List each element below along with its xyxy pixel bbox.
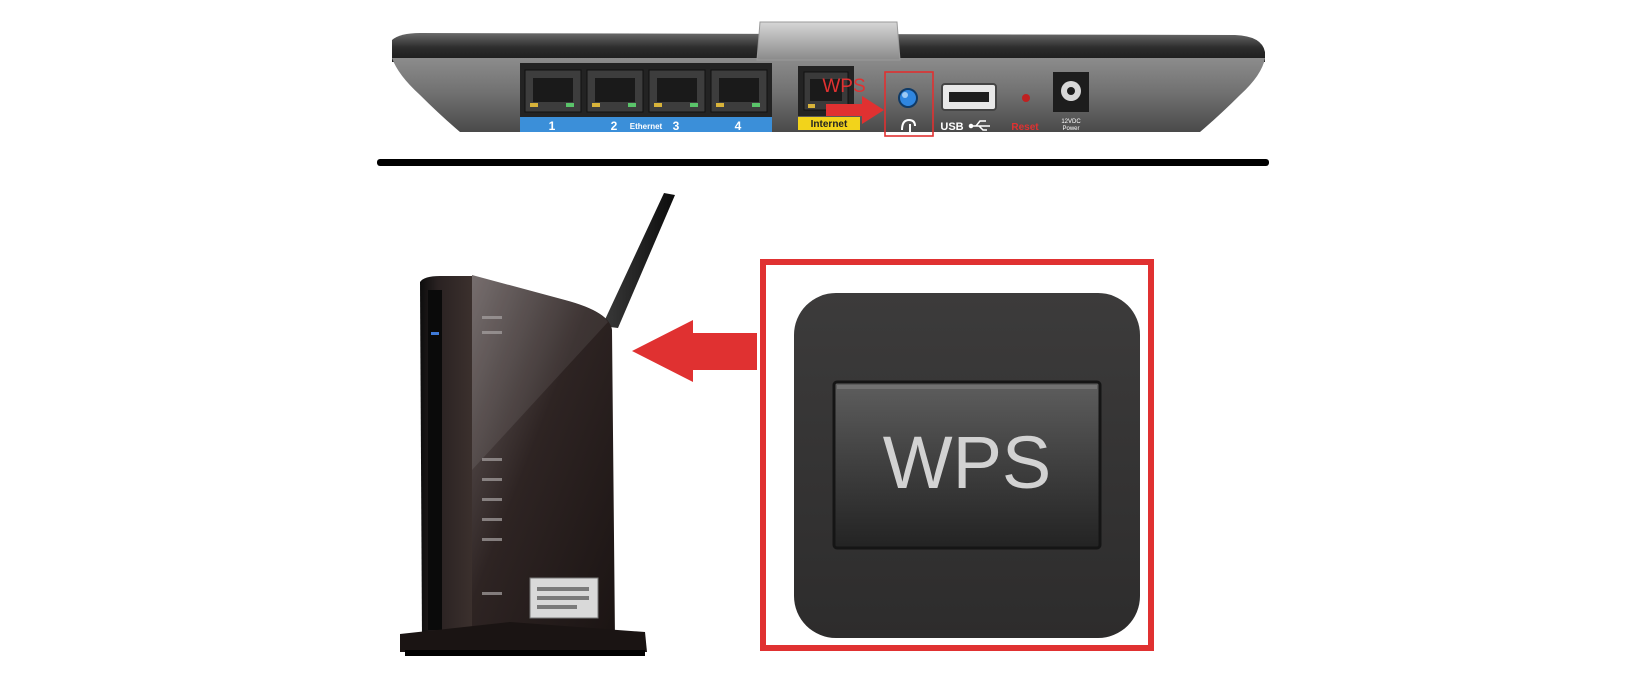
wps-button-closeup: WPS bbox=[760, 259, 1154, 651]
usb-symbol-icon bbox=[968, 120, 990, 131]
router-base-shadow bbox=[405, 650, 645, 656]
router-front-strip bbox=[428, 290, 442, 630]
wps-closeup-key bbox=[832, 380, 1102, 550]
ethernet-port-number-4: 4 bbox=[735, 119, 742, 133]
ethernet-port-1 bbox=[524, 69, 582, 113]
wps-closeup-highlight-frame bbox=[760, 259, 1154, 651]
router-rear-panel: 1 2 Ethernet 3 4 Internet WPS bbox=[392, 21, 1265, 137]
internet-label-strip bbox=[798, 117, 860, 130]
router-side-panel bbox=[472, 275, 615, 640]
usb-port bbox=[941, 83, 997, 111]
section-divider bbox=[377, 159, 1269, 166]
ethernet-port-number-1: 1 bbox=[549, 119, 556, 133]
power-port bbox=[1053, 72, 1089, 112]
router-gloss bbox=[472, 275, 608, 470]
router-front-face bbox=[420, 276, 472, 640]
router-power-led bbox=[431, 332, 439, 335]
power-label-line1: 12VDC bbox=[1061, 119, 1081, 125]
ethernet-label: Ethernet bbox=[630, 122, 663, 131]
usb-label: USB bbox=[940, 121, 963, 133]
wps-callout-text: WPS bbox=[822, 76, 865, 97]
ethernet-port-4 bbox=[710, 69, 768, 113]
router-center-tab bbox=[756, 21, 901, 61]
wps-symbol-icon bbox=[901, 118, 916, 132]
wps-highlight-box bbox=[884, 71, 934, 137]
pointer-arrow bbox=[632, 320, 757, 382]
standing-router bbox=[400, 193, 675, 656]
reset-label: Reset bbox=[1011, 122, 1039, 133]
ethernet-port-number-3: 3 bbox=[673, 119, 680, 133]
power-label-line2: Power bbox=[1062, 126, 1079, 132]
wps-button-shine bbox=[902, 92, 908, 98]
ethernet-port-2 bbox=[586, 69, 644, 113]
internet-label: Internet bbox=[811, 119, 848, 130]
wps-closeup-label: WPS bbox=[883, 421, 1052, 504]
router-antenna bbox=[602, 193, 675, 328]
router-base bbox=[400, 622, 647, 652]
reset-button bbox=[1022, 94, 1030, 102]
wps-key-highlight bbox=[837, 385, 1097, 389]
wps-callout-arrow bbox=[826, 96, 884, 124]
router-label-sticker bbox=[529, 577, 599, 619]
ethernet-port-3 bbox=[648, 69, 706, 113]
router-vents bbox=[482, 316, 502, 595]
ethernet-port-number-2: 2 bbox=[611, 119, 618, 133]
ethernet-label-strip bbox=[520, 117, 772, 132]
wps-button-rear bbox=[898, 88, 918, 108]
